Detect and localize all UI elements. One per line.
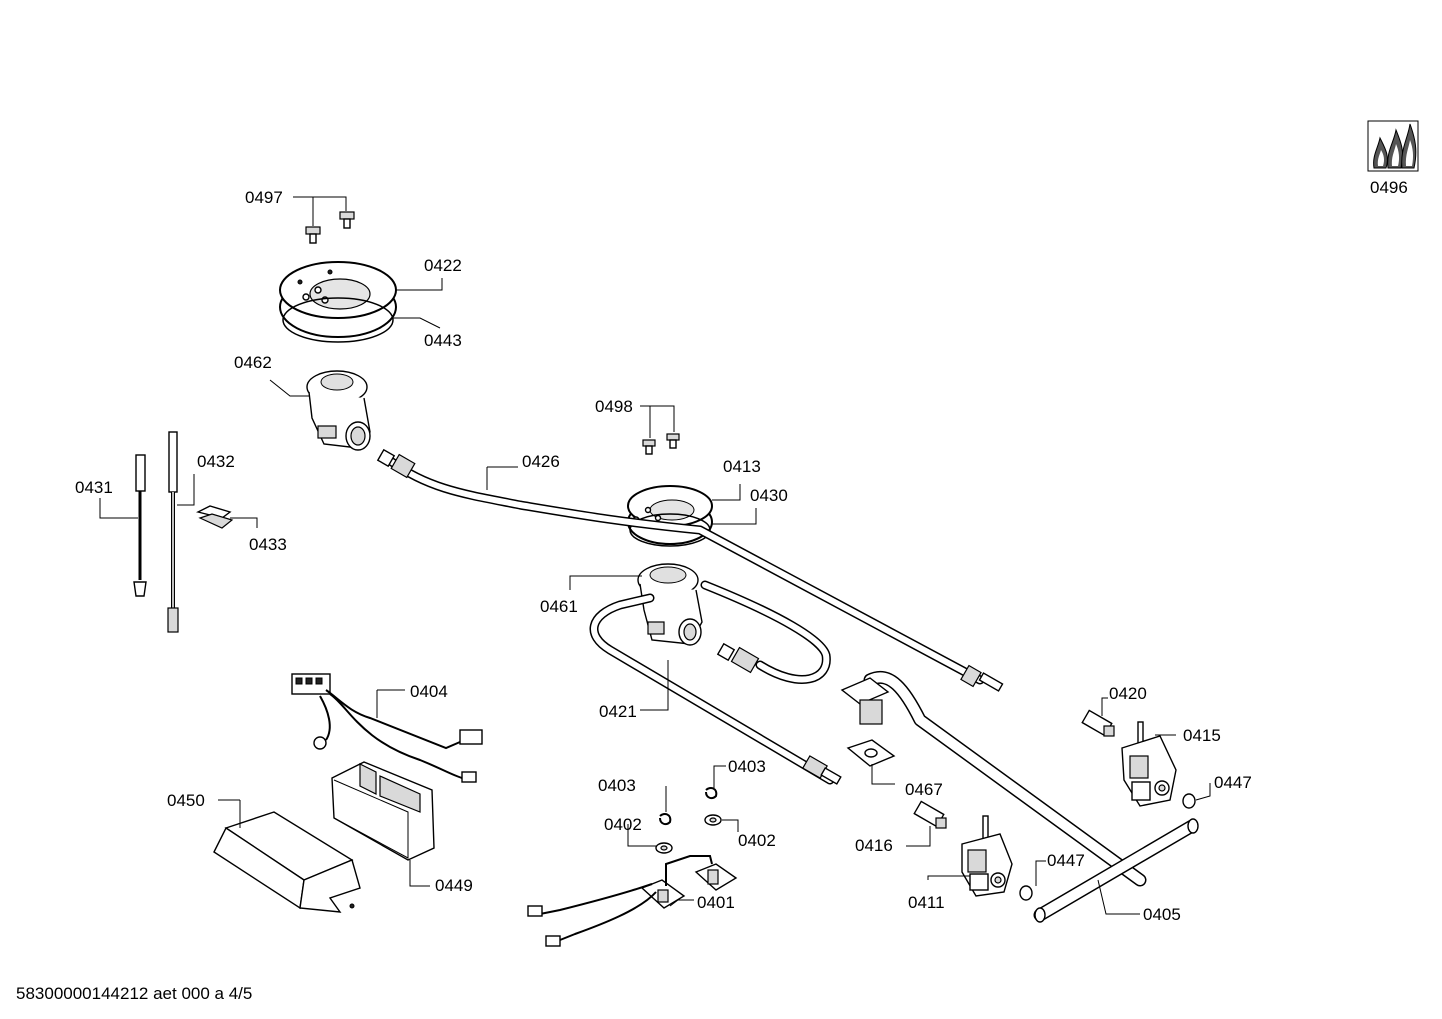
- logo-label: 0496: [1370, 178, 1408, 197]
- gas-pipe-0421: [589, 580, 842, 785]
- part-label-0403b: 0403: [728, 757, 766, 776]
- burner-ring-0413: [627, 485, 713, 545]
- seal-0447-b: [1019, 885, 1033, 901]
- gas-rail-0405: [840, 671, 1199, 923]
- clip-0403-a: [659, 813, 672, 826]
- seal-0447-a: [1182, 793, 1196, 809]
- thermocouple-0432: [167, 431, 179, 633]
- part-label-0421: 0421: [599, 702, 637, 721]
- burner-body-0461: [637, 563, 703, 646]
- screw-0497-b: [339, 211, 355, 229]
- ignition-switch-0401: [527, 855, 738, 947]
- gas-valve-0411: [961, 815, 1013, 897]
- washer-0402-a: [655, 842, 673, 854]
- leader-lines: [99, 196, 1211, 915]
- screw-0497-a: [305, 226, 321, 244]
- part-label-0420: 0420: [1109, 684, 1147, 703]
- part-label-0462: 0462: [234, 353, 272, 372]
- gasket-0430: [629, 513, 711, 547]
- gas-flame-icon: [1373, 123, 1417, 169]
- logo-0496: 0496: [1367, 120, 1419, 197]
- part-label-0447a: 0447: [1214, 773, 1252, 792]
- thermocouple-0431: [133, 454, 147, 597]
- part-label-0403a: 0403: [598, 776, 636, 795]
- part-label-0449: 0449: [435, 876, 473, 895]
- washer-0402-b: [704, 814, 722, 826]
- part-label-0450: 0450: [167, 791, 205, 810]
- part-label-0402b: 0402: [738, 831, 776, 850]
- gas-pipe-0426: [376, 448, 1004, 692]
- part-label-0401: 0401: [697, 893, 735, 912]
- part-label-0498: 0498: [595, 397, 633, 416]
- part-label-0411: 0411: [908, 893, 945, 912]
- clip-0403-b: [705, 787, 718, 800]
- part-label-0416: 0416: [855, 836, 893, 855]
- document-code: 58300000144212 aet 000 a 4/5: [16, 984, 252, 1003]
- part-label-0413: 0413: [723, 457, 761, 476]
- injector-0420: [1081, 709, 1115, 737]
- part-labels: 0497 0422 0443 0462 0498 0426 0413 0430 …: [75, 188, 1252, 924]
- part-label-0430: 0430: [750, 486, 788, 505]
- part-label-0415: 0415: [1183, 726, 1221, 745]
- part-label-0402a: 0402: [604, 815, 642, 834]
- injector-0416: [913, 800, 947, 829]
- clip-0433: [195, 505, 234, 529]
- bracket-0449: [331, 761, 435, 861]
- burner-ring-0422: [279, 261, 397, 338]
- part-label-0426: 0426: [522, 452, 560, 471]
- gasket-0443: [282, 297, 394, 343]
- part-label-0467: 0467: [905, 780, 943, 799]
- gasket-0467: [846, 739, 896, 767]
- wiring-harness-0404: [291, 673, 483, 783]
- part-label-0431: 0431: [75, 478, 113, 497]
- part-label-0447b: 0447: [1047, 851, 1085, 870]
- burner-body-0462: [306, 370, 371, 451]
- part-label-0433: 0433: [249, 535, 287, 554]
- part-label-0461: 0461: [540, 597, 578, 616]
- gas-valve-0415: [1121, 721, 1177, 807]
- screw-0498-b: [666, 433, 680, 449]
- part-label-0497: 0497: [245, 188, 283, 207]
- screw-0498-a: [642, 439, 656, 455]
- part-label-0404: 0404: [410, 682, 448, 701]
- part-label-0432: 0432: [197, 452, 235, 471]
- part-label-0405: 0405: [1143, 905, 1181, 924]
- part-label-0422: 0422: [424, 256, 462, 275]
- part-label-0443: 0443: [424, 331, 462, 350]
- cover-0450: [213, 811, 361, 913]
